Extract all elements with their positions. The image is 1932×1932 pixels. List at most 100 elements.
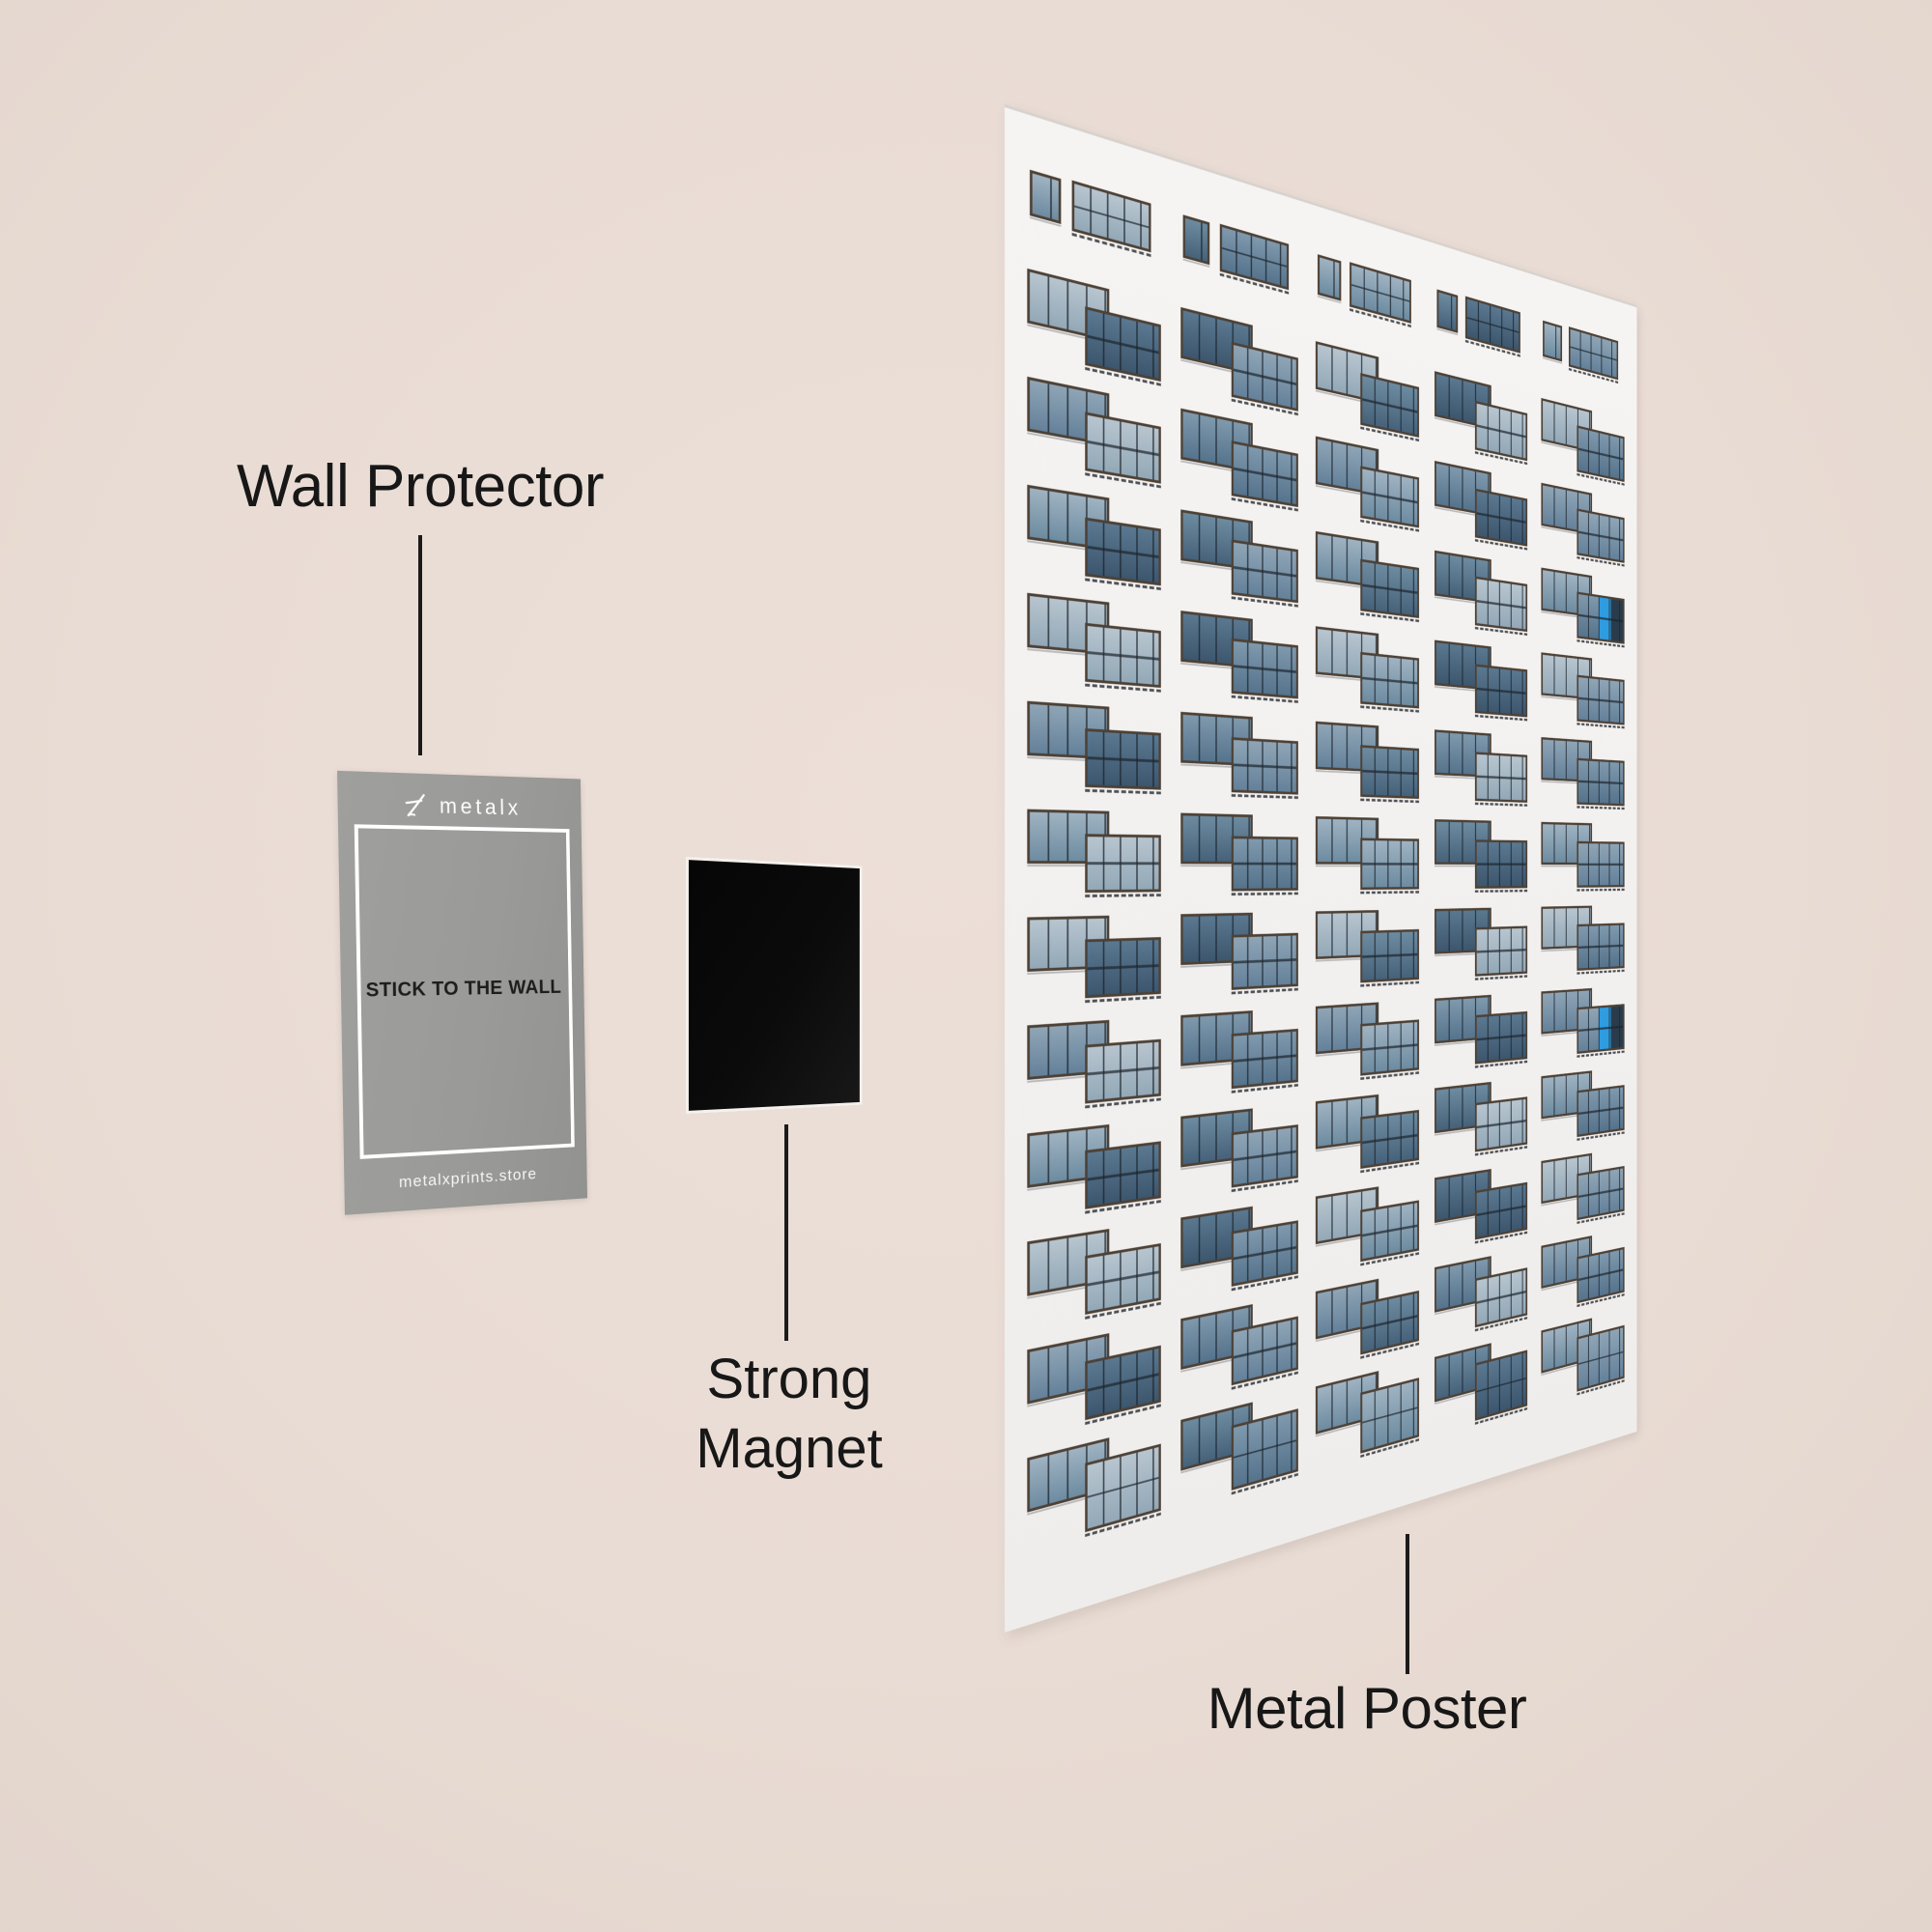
balcony-window: [1360, 838, 1420, 891]
balcony-window: [1474, 1267, 1528, 1328]
balcony-window: [1360, 1109, 1420, 1170]
strong-magnet: [686, 857, 863, 1114]
card-brand: metalx: [337, 790, 581, 822]
balcony-window: [1464, 296, 1520, 354]
balcony-window: [1577, 1004, 1625, 1055]
metal-poster: [1005, 104, 1637, 1633]
facade-window-unit: [1541, 736, 1625, 823]
facade-window-unit: [1541, 903, 1625, 989]
balcony-window: [1474, 1096, 1528, 1152]
wall-protector-label: Wall Protector: [236, 453, 605, 520]
facade-window-unit: [1180, 811, 1298, 913]
facade-window-unit: [1027, 483, 1161, 607]
balcony-window: [1231, 539, 1298, 604]
balcony-window: [1577, 1166, 1625, 1221]
facade-window-unit: [1541, 984, 1625, 1074]
balcony-window: [1577, 1085, 1625, 1138]
facade-window-unit: [1180, 710, 1298, 814]
facade-window-unit: [1027, 591, 1161, 709]
facade-window-unit: [1435, 728, 1528, 820]
upper-window: [1436, 289, 1459, 333]
wall-protector-card: metalx STICK TO THE WALL metalxprints.st…: [337, 770, 587, 1215]
facade-window-unit: [1435, 817, 1528, 907]
facade-window-unit: [1180, 1101, 1298, 1215]
facade-window-unit: [1435, 549, 1528, 649]
facade-window-unit: [1315, 624, 1420, 726]
card-website: metalxprints.store: [398, 1164, 538, 1192]
balcony-window: [1360, 1290, 1420, 1355]
facade-window-unit: [1027, 699, 1161, 810]
balcony-window: [1231, 638, 1298, 699]
balcony-window: [1085, 517, 1161, 586]
facade-window-unit: [1541, 1065, 1625, 1159]
balcony-window: [1360, 466, 1420, 528]
balcony-window: [1474, 925, 1528, 978]
balcony-window: [1474, 1010, 1528, 1065]
facade-window-unit: [1435, 1076, 1528, 1176]
metal-poster-callout-line: [1406, 1534, 1409, 1674]
upper-window: [1030, 170, 1062, 224]
balcony-window: [1360, 373, 1420, 439]
balcony-window: [1231, 1029, 1298, 1090]
balcony-window: [1085, 834, 1161, 894]
wall-protector-callout-line: [418, 535, 422, 755]
balcony-window: [1231, 341, 1298, 412]
facade-window-unit: [1315, 908, 1420, 1006]
facade-window-unit: [1180, 910, 1298, 1013]
metalx-logo-text: metalx: [439, 793, 522, 820]
facade-window-unit: [1541, 820, 1625, 905]
balcony-window: [1577, 923, 1625, 972]
balcony-window: [1085, 728, 1161, 791]
balcony-window: [1577, 1324, 1625, 1392]
balcony-window: [1360, 1200, 1420, 1263]
balcony-window: [1071, 180, 1151, 253]
facade-window-unit: [1315, 814, 1420, 909]
strong-magnet-callout-line: [784, 1124, 788, 1341]
balcony-window: [1085, 1038, 1161, 1104]
facade-window-unit: [1435, 639, 1528, 735]
facade-window-unit: [1027, 808, 1161, 916]
facade-window-unit: [1180, 609, 1298, 718]
facade-window-unit: [1435, 905, 1528, 997]
facade-window-unit: [1315, 1089, 1420, 1195]
facade-window-unit: [1180, 1006, 1298, 1115]
balcony-window: [1350, 262, 1412, 325]
upper-window: [1543, 320, 1562, 362]
balcony-window: [1577, 591, 1625, 645]
balcony-window: [1474, 576, 1528, 633]
balcony-window: [1085, 306, 1161, 383]
facade-window-unit: [1435, 459, 1528, 563]
upper-window: [1182, 214, 1210, 266]
balcony-window: [1360, 745, 1420, 800]
balcony-window: [1360, 652, 1420, 709]
upper-window: [1317, 254, 1342, 301]
balcony-window: [1577, 840, 1625, 889]
facade-window-unit: [1027, 1014, 1161, 1131]
facade-window-unit: [1315, 720, 1420, 817]
balcony-window: [1577, 508, 1625, 564]
balcony-window: [1474, 1350, 1528, 1422]
balcony-window: [1231, 440, 1298, 508]
balcony-window: [1474, 664, 1528, 718]
balcony-window: [1231, 737, 1298, 795]
balcony-window: [1577, 757, 1625, 807]
balcony-window: [1085, 412, 1161, 485]
facade-window-unit: [1315, 998, 1420, 1099]
balcony-window: [1474, 488, 1528, 547]
balcony-window: [1231, 1220, 1298, 1288]
balcony-window: [1231, 932, 1298, 991]
facade-window-unit: [1027, 913, 1161, 1024]
balcony-window: [1474, 400, 1528, 462]
metalx-logo-icon: [403, 792, 431, 818]
balcony-window: [1474, 1181, 1528, 1240]
building-facade-photo: [1005, 107, 1636, 1633]
balcony-window: [1360, 928, 1420, 983]
facade-window-unit: [1180, 508, 1298, 623]
balcony-window: [1474, 752, 1528, 804]
facade-window-unit: [1541, 481, 1625, 580]
balcony-window: [1231, 1124, 1298, 1188]
balcony-window: [1474, 839, 1528, 890]
facade-window-unit: [1541, 651, 1625, 742]
facade-window-unit: [1435, 991, 1528, 1087]
